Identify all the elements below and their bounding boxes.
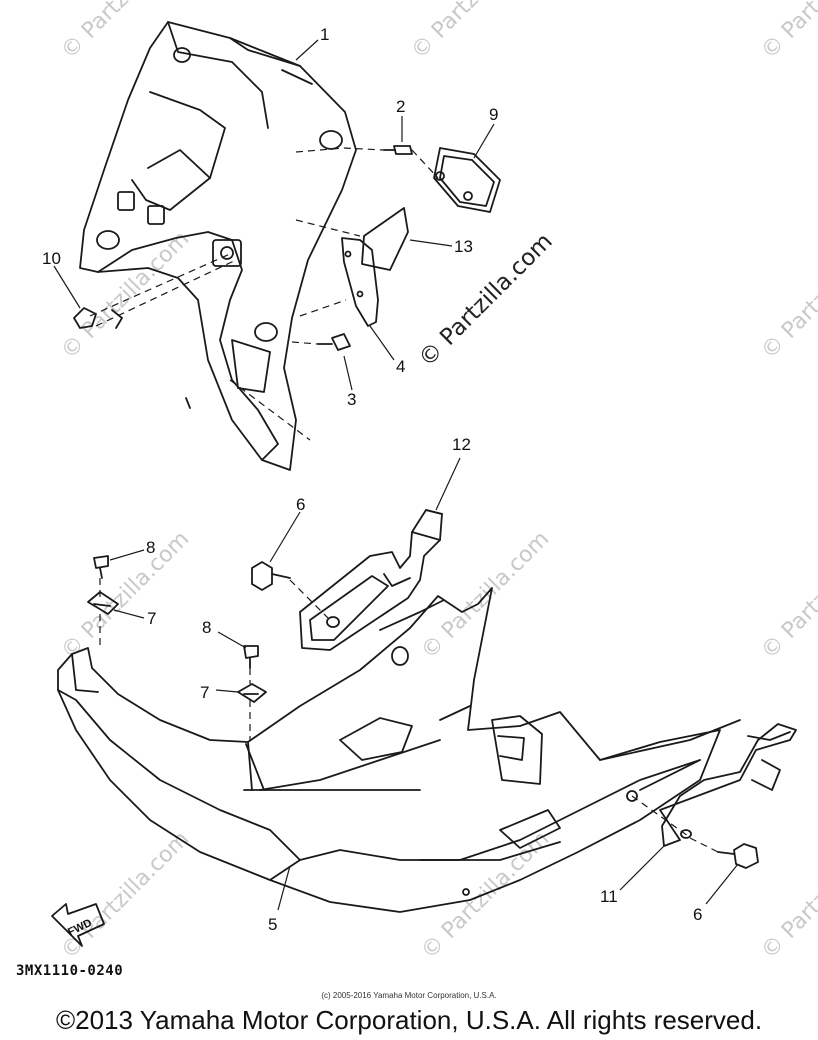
watermark-11: © Partzilla.com	[757, 827, 818, 965]
callout-6-lower: 6	[693, 905, 702, 924]
callout-5: 5	[268, 915, 277, 934]
panel-part-9	[433, 147, 501, 213]
bracket-part-12	[299, 509, 443, 651]
leader-lines	[53, 39, 739, 911]
fwd-arrow-icon	[51, 903, 105, 947]
nut-part-7-upper	[87, 591, 119, 615]
screw-part-8-upper	[93, 555, 109, 579]
callout-1: 1	[320, 25, 329, 44]
callout-3: 3	[347, 390, 356, 409]
callout-8-upper: 8	[146, 538, 155, 557]
small-copyright: (c) 2005-2016 Yamaha Motor Corporation, …	[321, 991, 497, 1000]
callout-4: 4	[396, 357, 405, 376]
callout-6-upper: 6	[296, 495, 305, 514]
bolt-part-6-upper	[251, 561, 291, 591]
callout-8-lower: 8	[202, 618, 211, 637]
callout-12: 12	[452, 435, 471, 454]
callout-2: 2	[396, 97, 405, 116]
callout-9: 9	[489, 105, 498, 124]
clip-part-10	[73, 307, 97, 329]
callout-10: 10	[42, 249, 61, 268]
watermark-8: © Partzilla.com	[757, 527, 818, 665]
bolt-part-6-lower	[717, 843, 759, 869]
assembly-lines	[89, 147, 719, 853]
bracket-part-11	[659, 723, 797, 847]
front-panel-part-1	[79, 21, 357, 471]
nut-part-7-lower	[237, 683, 267, 703]
callout-11: 11	[600, 887, 618, 906]
bracket-part-4	[341, 237, 379, 327]
screw-part-3	[317, 333, 351, 351]
watermark-3: © Partzilla.com	[757, 0, 818, 64]
watermark-layer: © Partzilla.com © Partzilla.com © Partzi…	[57, 0, 818, 964]
screw-part-8-lower	[243, 645, 259, 669]
leg-shield-part-5	[57, 587, 741, 913]
watermark-9: © Partzilla.com	[57, 827, 195, 965]
watermark-5: © Partzilla.com	[757, 227, 818, 365]
callout-13: 13	[454, 237, 473, 256]
main-copyright: ©2013 Yamaha Motor Corporation, U.S.A. A…	[55, 1005, 763, 1035]
screw-part-2	[383, 145, 413, 155]
callout-7-lower: 7	[200, 683, 209, 702]
watermark-4: © Partzilla.com	[57, 227, 195, 365]
plate-part-13	[361, 207, 409, 271]
watermark-10: © Partzilla.com	[417, 827, 555, 965]
watermark-6: © Partzilla.com	[57, 527, 195, 665]
watermark-2: © Partzilla.com	[407, 0, 545, 64]
callout-7-upper: 7	[147, 609, 156, 628]
watermark-center: © Partzilla.com	[414, 228, 558, 372]
callout-labels: 1 2 3 4 5 6 6 7 7 8 8 9 10 11 12 13	[42, 25, 702, 934]
diagram-code: 3MX1110-0240	[16, 963, 124, 979]
